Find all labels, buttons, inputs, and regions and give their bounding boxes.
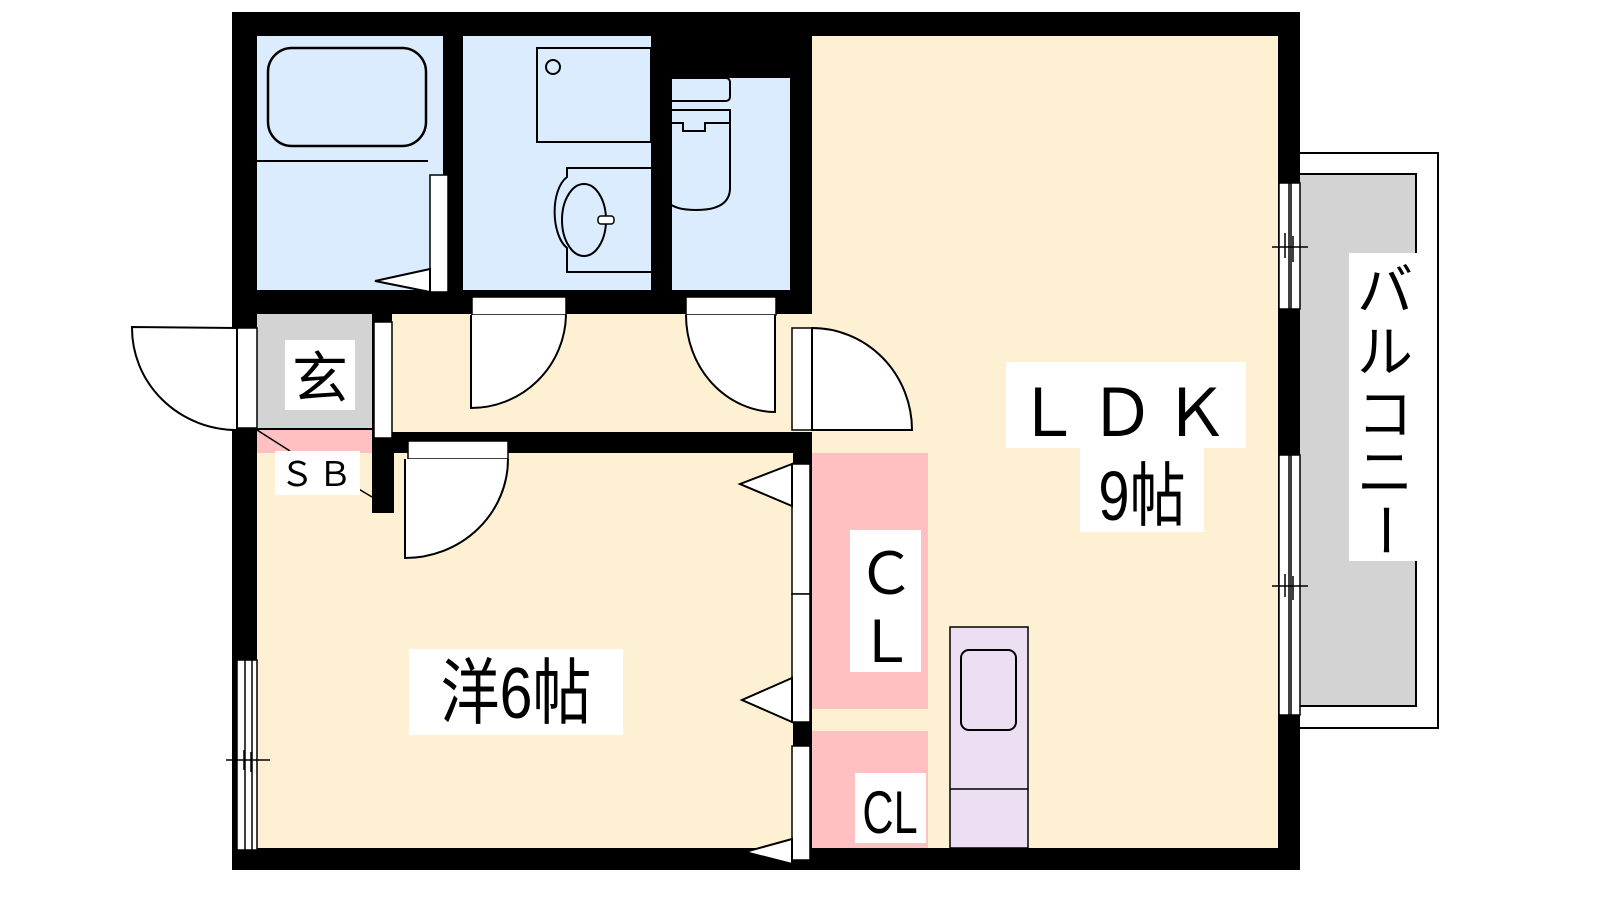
closet-small-name: CL: [862, 780, 917, 847]
balcony-char: コ: [1357, 383, 1413, 448]
bathtub-icon: [257, 46, 428, 162]
bathroom-floor: [257, 36, 443, 290]
shoe-box-name: ＳＢ: [280, 455, 356, 495]
closet-small-label: CL: [855, 773, 926, 847]
bath-door: [374, 174, 449, 294]
closet-large-name-1: Ｃ: [857, 540, 915, 608]
balcony-char: ル: [1357, 321, 1413, 386]
western-room-name: 洋6帖: [441, 652, 592, 733]
shoe-box-label: ＳＢ: [275, 451, 360, 495]
washroom-floor: [463, 36, 651, 290]
western-room-floor-ext: [372, 453, 394, 513]
balcony-char: ー: [1351, 502, 1416, 558]
balcony-char: ニ: [1357, 441, 1413, 506]
front-door[interactable]: [130, 325, 258, 432]
kitchen-counter: [949, 626, 1029, 849]
toilet-door[interactable]: [685, 296, 777, 414]
balcony-label: バ ル コ ニ ー: [1349, 253, 1420, 561]
ldk-label: ＬＤＫ 9帖: [1006, 362, 1246, 535]
window-western-room: [226, 659, 270, 851]
closet-large-name-2: Ｌ: [857, 608, 915, 676]
western-room-door[interactable]: [404, 440, 509, 560]
washroom-door[interactable]: [470, 296, 567, 410]
ldk-size: 9帖: [1098, 458, 1185, 535]
entrance-label: 玄: [285, 340, 355, 412]
entrance-step: [373, 321, 393, 439]
washing-machine-icon: [536, 47, 652, 143]
window-ldk-lower: [1272, 454, 1308, 716]
western-room-label: 洋6帖: [409, 649, 623, 735]
closet-large-label: Ｃ Ｌ: [850, 530, 921, 676]
ldk-name: ＬＤＫ: [1015, 375, 1237, 452]
sink-icon: [553, 167, 651, 273]
balcony-char: バ: [1357, 259, 1413, 324]
ldk-door[interactable]: [791, 326, 914, 431]
entrance-name: 玄: [292, 347, 348, 412]
closet-doors[interactable]: [737, 462, 811, 866]
toilet-icon: [661, 77, 731, 212]
window-ldk-upper: [1272, 182, 1308, 310]
